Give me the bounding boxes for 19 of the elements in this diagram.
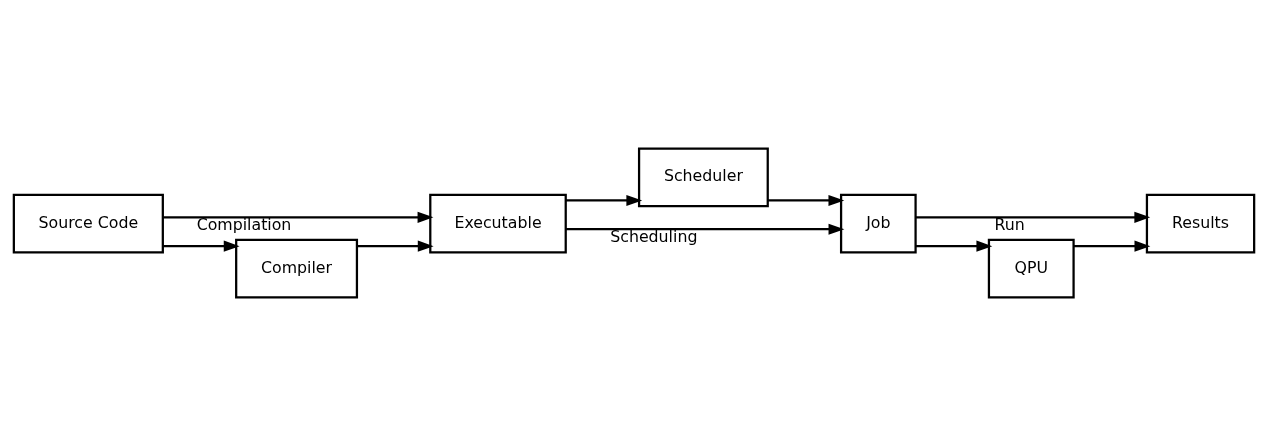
node-box: Executable	[429, 193, 567, 254]
node-box: Source Code	[12, 193, 164, 254]
arrow	[768, 194, 845, 206]
arrow	[566, 223, 845, 235]
arrow	[1073, 240, 1151, 252]
arrow	[162, 240, 240, 252]
node-box: Scheduler	[637, 147, 769, 208]
edge-label: Compilation	[196, 215, 292, 234]
arrow	[915, 240, 993, 252]
edge-label: Run	[994, 215, 1025, 234]
node-box: Job	[839, 193, 917, 254]
node-box: Compiler	[235, 238, 359, 299]
arrow	[915, 211, 1151, 223]
arrow	[565, 194, 643, 206]
arrow	[357, 240, 434, 252]
arrow	[163, 211, 434, 223]
edge-label: Scheduling	[610, 226, 698, 246]
node-box: QPU	[987, 238, 1075, 299]
node-box: Results	[1145, 193, 1256, 254]
